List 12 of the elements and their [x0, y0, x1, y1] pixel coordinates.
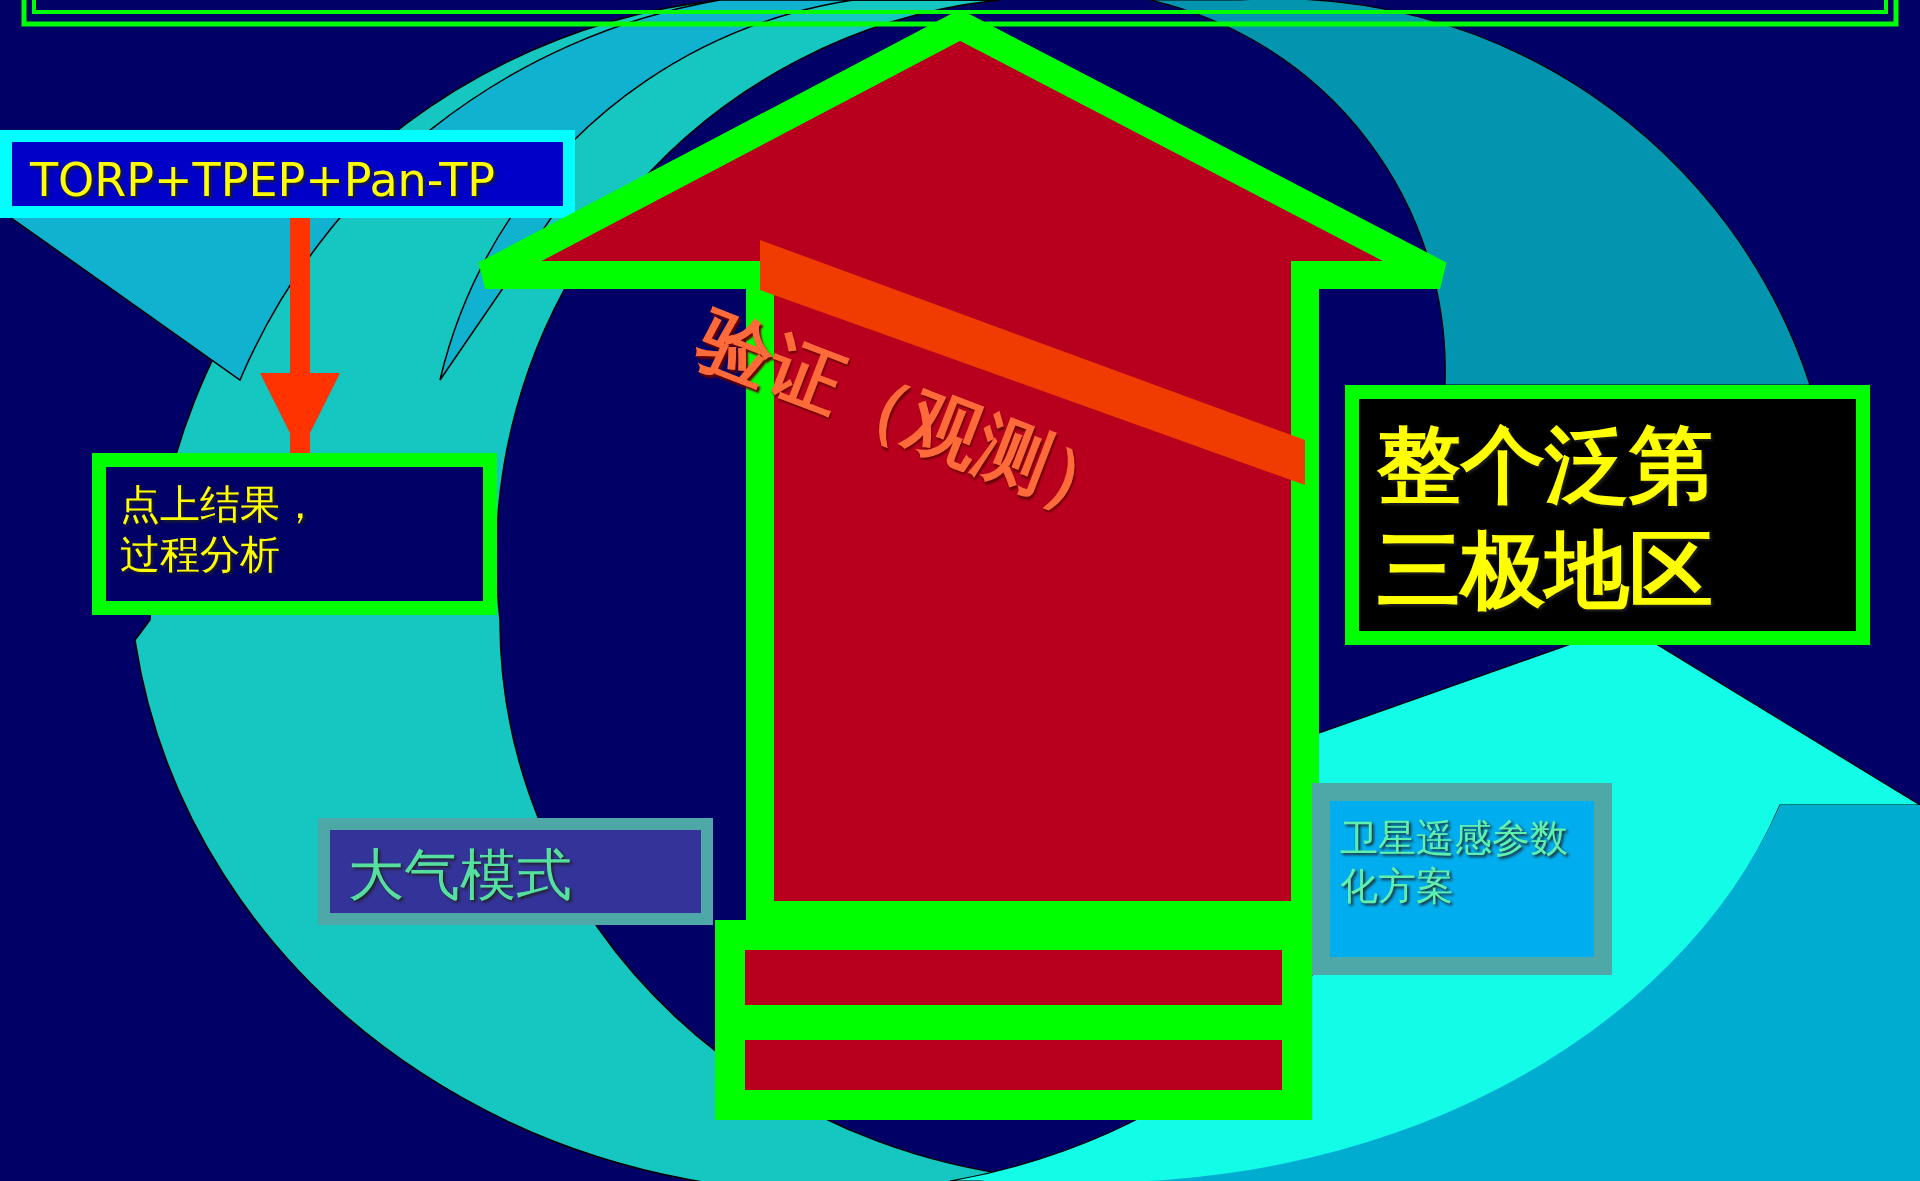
box-label: 点上结果，过程分析 — [120, 480, 321, 579]
box-label: 整个泛第三极地区 — [1377, 415, 1714, 621]
scheme-box — [1312, 783, 1612, 975]
model-box — [318, 818, 713, 925]
result-box — [92, 453, 497, 615]
box-label: 卫星遥感参数化方案 — [1340, 815, 1569, 910]
region-box — [1345, 385, 1870, 645]
box-label: 大气模式 — [348, 841, 573, 909]
box-label: TORP+TPEP+Pan-TP — [30, 152, 496, 209]
banner — [0, 130, 575, 218]
arrow-label: 验证（观测） — [686, 293, 1134, 537]
arrow — [260, 218, 340, 453]
